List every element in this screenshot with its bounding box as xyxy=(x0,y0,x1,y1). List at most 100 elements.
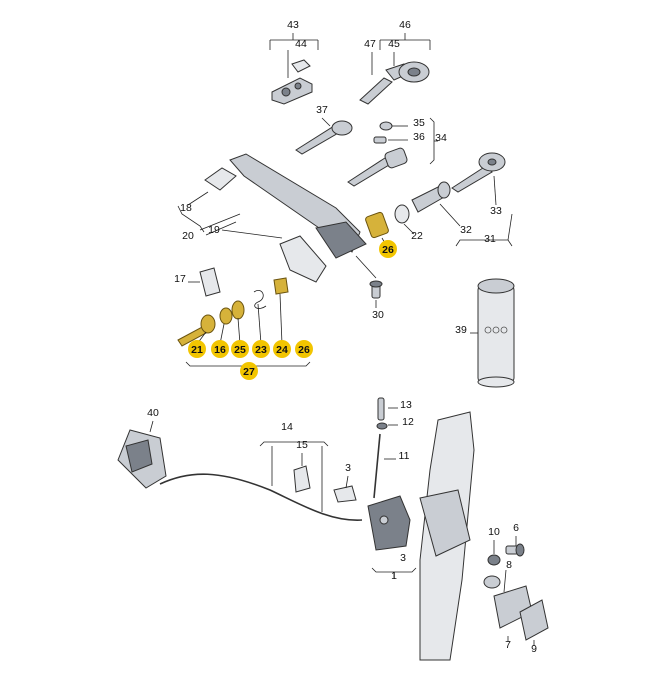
part-label-11: 11 xyxy=(399,450,410,462)
bracket-17 xyxy=(188,267,221,297)
part-label-27: 27 xyxy=(240,362,258,380)
part-number-text: 18 xyxy=(180,202,192,214)
part-label-40: 40 xyxy=(147,407,159,419)
tube-39 xyxy=(470,278,515,388)
part-number-text: 9 xyxy=(531,643,537,655)
cable-14 xyxy=(159,441,363,521)
part-label-8: 8 xyxy=(506,559,512,571)
part-number-text: 30 xyxy=(372,309,384,321)
part-label-36: 36 xyxy=(413,131,425,143)
part-number-text: 11 xyxy=(399,450,410,462)
part-label-20: 20 xyxy=(182,230,194,242)
part-label-34: 34 xyxy=(435,132,447,144)
key-fob-43 xyxy=(269,33,319,105)
part-number-text: 45 xyxy=(388,38,400,50)
rod-11 xyxy=(373,397,398,499)
door-panel xyxy=(419,411,475,661)
part-label-33: 33 xyxy=(490,205,502,217)
part-number-text: 1 xyxy=(391,570,397,582)
highlight-circle xyxy=(273,340,291,358)
part-label-44: 44 xyxy=(295,38,307,50)
part-label-45: 45 xyxy=(388,38,400,50)
part-number-text: 26 xyxy=(298,344,310,356)
part-number-text: 25 xyxy=(234,344,246,356)
part-label-3: 3 xyxy=(345,462,351,474)
part-label-39: 39 xyxy=(455,324,467,336)
part-number-text: 6 xyxy=(513,522,519,534)
part-label-9: 9 xyxy=(531,643,537,655)
part-number-text: 3 xyxy=(345,462,351,474)
part-label-22: 22 xyxy=(411,230,423,242)
part-label-26: 26 xyxy=(295,340,313,358)
part-number-text: 34 xyxy=(435,132,447,144)
part-label-18: 18 xyxy=(180,202,192,214)
part-label-16: 16 xyxy=(211,340,229,358)
part-number-text: 15 xyxy=(296,439,308,451)
part-number-text: 46 xyxy=(399,19,411,31)
lock-cylinder-26 xyxy=(365,211,389,246)
part-label-6: 6 xyxy=(513,522,519,534)
washer-22 xyxy=(394,204,415,235)
highlight-circle xyxy=(211,340,229,358)
screw-30 xyxy=(355,255,383,308)
part-label-35: 35 xyxy=(413,117,425,129)
lock-body-1 xyxy=(333,475,417,578)
part-number-text: 24 xyxy=(276,344,288,356)
striker-parts xyxy=(483,536,549,646)
part-label-13: 13 xyxy=(400,399,412,411)
highlight-circle xyxy=(295,340,313,358)
key-33 xyxy=(451,152,506,206)
inner-handle-40 xyxy=(117,420,167,489)
part-number-text: 35 xyxy=(413,117,425,129)
key-37 xyxy=(295,117,353,155)
part-number-text: 40 xyxy=(147,407,159,419)
lock-set-27 xyxy=(177,277,311,367)
part-label-30: 30 xyxy=(372,309,384,321)
part-number-text: 26 xyxy=(382,244,394,256)
key-set-46 xyxy=(359,33,431,105)
part-number-text: 13 xyxy=(400,399,412,411)
part-label-21: 21 xyxy=(188,340,206,358)
part-label-1: 1 xyxy=(391,570,397,582)
part-label-3: 3 xyxy=(400,552,406,564)
part-label-19: 19 xyxy=(208,224,220,236)
highlight-circle xyxy=(231,340,249,358)
part-number-text: 37 xyxy=(316,104,328,116)
part-number-text: 19 xyxy=(208,224,220,236)
part-number-text: 21 xyxy=(191,344,203,356)
part-number-text: 17 xyxy=(174,273,186,285)
door-handle-20 xyxy=(177,153,367,283)
part-number-text: 10 xyxy=(488,526,500,538)
part-label-37: 37 xyxy=(316,104,328,116)
part-number-text: 27 xyxy=(243,366,255,378)
part-label-10: 10 xyxy=(488,526,500,538)
clip-15 xyxy=(293,453,311,493)
part-label-26: 26 xyxy=(379,240,397,258)
part-label-31: 31 xyxy=(484,233,496,245)
part-number-text: 23 xyxy=(255,344,267,356)
highlight-circle xyxy=(240,362,258,380)
part-label-43: 43 xyxy=(287,19,299,31)
part-number-text: 16 xyxy=(214,344,226,356)
part-label-14: 14 xyxy=(281,421,293,433)
part-number-text: 14 xyxy=(281,421,293,433)
part-number-text: 22 xyxy=(411,230,423,242)
part-number-text: 44 xyxy=(295,38,307,50)
part-label-23: 23 xyxy=(252,340,270,358)
part-number-text: 8 xyxy=(506,559,512,571)
highlight-circle xyxy=(252,340,270,358)
part-label-46: 46 xyxy=(399,19,411,31)
part-label-32: 32 xyxy=(460,224,472,236)
part-number-text: 3 xyxy=(400,552,406,564)
part-label-12: 12 xyxy=(402,416,414,428)
part-label-47: 47 xyxy=(364,38,376,50)
lock-32 xyxy=(411,181,513,247)
part-number-text: 20 xyxy=(182,230,194,242)
part-number-text: 36 xyxy=(413,131,425,143)
highlight-circle xyxy=(188,340,206,358)
part-label-25: 25 xyxy=(231,340,249,358)
part-label-7: 7 xyxy=(505,639,511,651)
part-number-text: 31 xyxy=(484,233,496,245)
